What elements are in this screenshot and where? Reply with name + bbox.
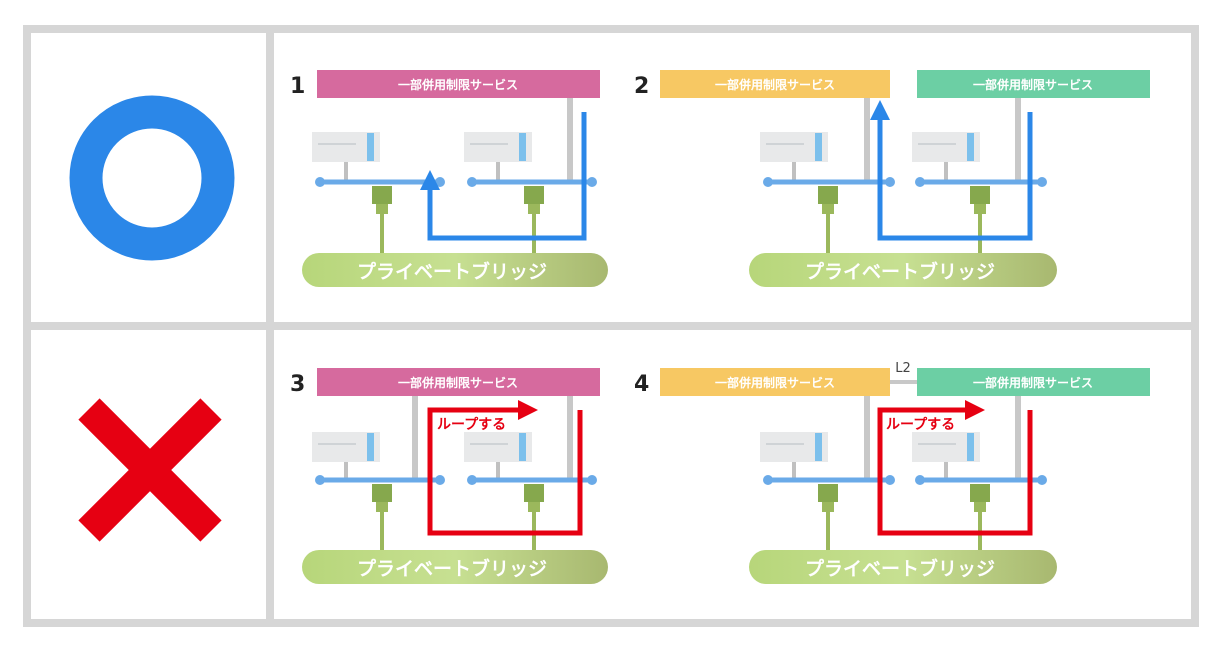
private-bridge (749, 253, 1057, 287)
bridge-label: プライベートブリッジ (805, 557, 995, 580)
panel-1: 1 一部併用制限サービス (290, 70, 608, 287)
server-rack (464, 432, 532, 480)
panel-number: 2 (634, 74, 649, 99)
bridge-connector (970, 186, 990, 258)
panel-number: 1 (290, 74, 305, 99)
bridge-connector (818, 186, 838, 258)
bus-endpoints (763, 177, 1047, 187)
service-box (317, 368, 600, 396)
bus-endpoints (763, 475, 1047, 485)
ng-cross-symbol (78, 398, 222, 542)
server-rack (312, 132, 380, 182)
bus-endpoints (315, 475, 597, 485)
loop-label: ループする (437, 417, 506, 433)
ok-circle-symbol (69, 95, 235, 261)
service-label: 一部併用制限サービス (973, 77, 1093, 92)
service-box (317, 70, 600, 98)
service-box (917, 70, 1150, 98)
loop-path-ng (427, 400, 583, 536)
bridge-connector (818, 484, 838, 556)
panel-number: 4 (634, 372, 649, 397)
bridge-connector (970, 484, 990, 556)
panel-number: 3 (290, 372, 305, 397)
server-rack (464, 132, 532, 182)
bridge-label: プライベートブリッジ (357, 557, 547, 580)
bridge-connector (372, 186, 392, 258)
loop-path-ng (877, 400, 1033, 536)
server-rack (312, 432, 380, 480)
panel-3: 3 一部併用制限サービス (290, 368, 608, 584)
server-rack (760, 432, 828, 480)
table-frame (23, 25, 1199, 627)
private-bridge (302, 550, 608, 584)
bridge-label: プライベートブリッジ (805, 260, 995, 283)
service-label: 一部併用制限サービス (973, 375, 1093, 390)
service-box (917, 368, 1150, 396)
service-box (660, 368, 890, 396)
bridge-label: プライベートブリッジ (357, 260, 547, 283)
panel-4: 4 一部併用制限サービス 一部併用制限サービス L2 (634, 361, 1150, 584)
private-bridge (302, 253, 608, 287)
service-box (660, 70, 890, 98)
bridge-connector (524, 484, 544, 556)
bridge-connector (372, 484, 392, 556)
private-bridge (749, 550, 1057, 584)
service-label: 一部併用制限サービス (398, 77, 518, 92)
service-label: 一部併用制限サービス (398, 375, 518, 390)
server-rack (912, 132, 980, 182)
service-label: 一部併用制限サービス (715, 77, 835, 92)
server-rack (912, 432, 980, 480)
server-rack (760, 132, 828, 182)
traffic-path-ok (870, 100, 1033, 241)
bridge-connector (524, 186, 544, 258)
service-label: 一部併用制限サービス (715, 375, 835, 390)
traffic-path-ok (420, 112, 587, 241)
panel-2: 2 一部併用制限サービス 一部併用制限サービス (634, 70, 1150, 287)
loop-label: ループする (886, 417, 955, 433)
l2-label: L2 (895, 361, 911, 376)
